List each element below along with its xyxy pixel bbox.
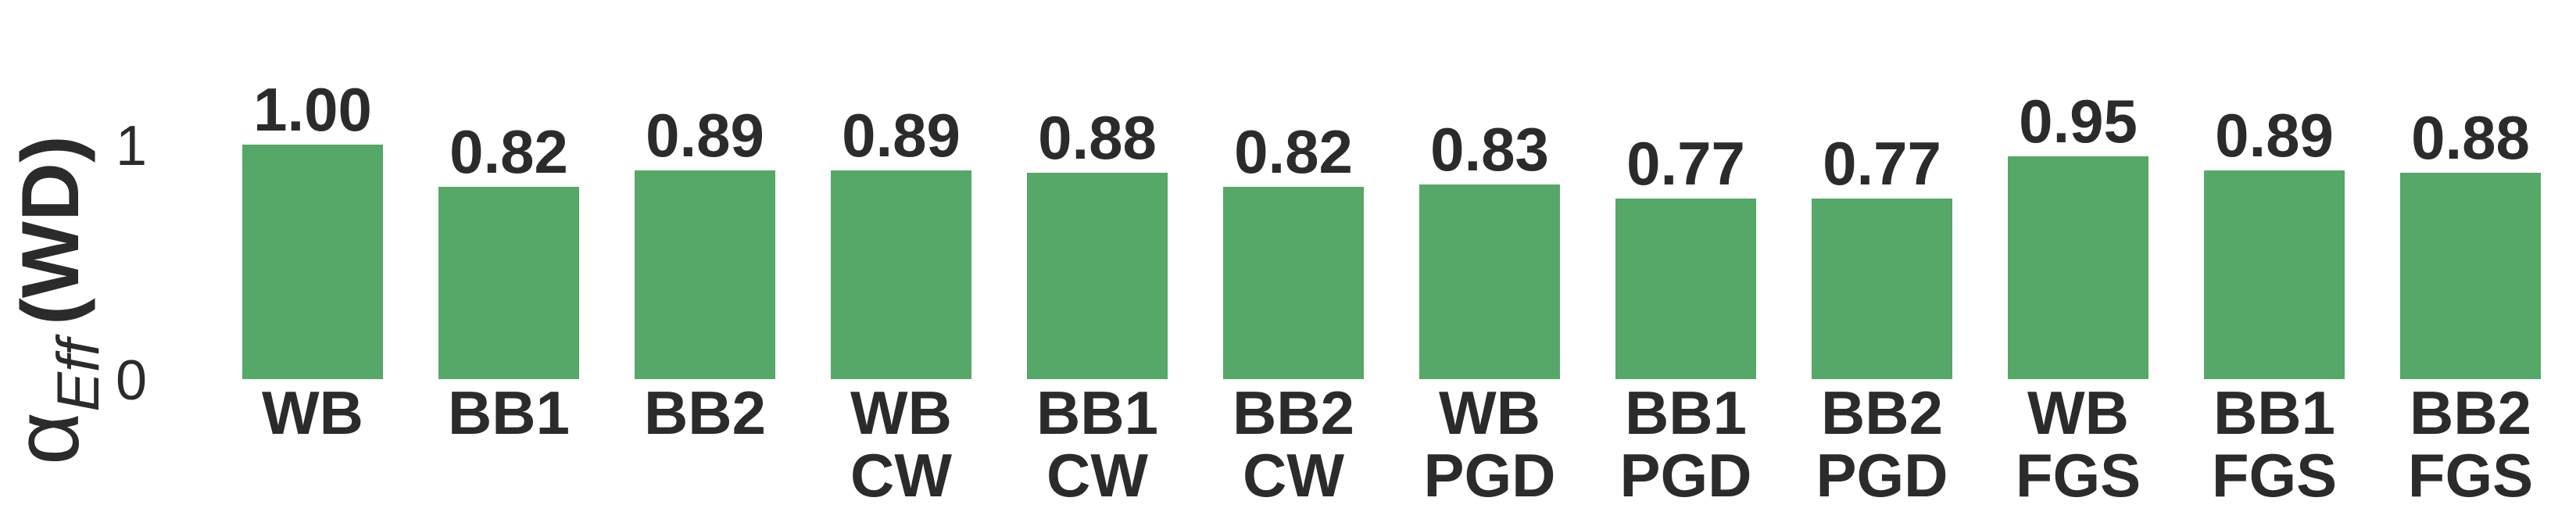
svg-text:αEff(WD): αEff (WD) [0,135,112,465]
y-axis-label-alpha: α [0,412,98,465]
bar [242,145,383,379]
y-axis-label: αEff (WD) [0,135,112,465]
bar [2204,170,2345,379]
bar-value-label: 1.00 [253,75,372,144]
bar [1615,199,1756,379]
category-label: FGS [2408,441,2533,510]
y-tick-label: 0 [116,349,147,412]
bar-value-label: 0.88 [2411,103,2530,172]
category-label: FGS [2212,441,2337,510]
bar-value-label: 0.83 [1430,115,1549,184]
category-label: BB1 [1625,378,1747,447]
category-label: BB1 [448,378,570,447]
category-label: BB2 [1821,378,1943,447]
category-label: BB1 [2213,378,2335,447]
bar-value-label: 0.77 [1626,129,1745,198]
bar-value-label: 0.89 [842,101,961,170]
bar [438,187,579,379]
category-label: WB [2027,378,2129,447]
bar [635,170,775,379]
bar-value-label: 0.95 [2019,87,2138,156]
bar [1027,173,1168,379]
y-axis-label-suffix: (WD) [5,135,96,325]
bar-value-label: 0.89 [2215,101,2334,170]
category-label: WB [850,378,952,447]
bar [2400,173,2541,379]
category-label: BB2 [2410,378,2531,447]
category-label: BB2 [1233,378,1354,447]
category-label: PGD [1423,441,1555,510]
bar [2008,156,2148,379]
value-labels: 1.00 0.82 0.89 0.89 0.88 0.82 0.83 0.77 0.77 0.95… [253,75,2530,198]
bar-value-label: 0.82 [449,117,568,186]
bar-value-label: 0.88 [1038,103,1157,172]
category-label: PGD [1619,441,1751,510]
bar [1419,184,1560,379]
category-label: WB [262,378,363,447]
bar [831,170,971,379]
category-label: CW [1046,441,1148,510]
category-label: WB [1439,378,1540,447]
bar-value-label: 0.82 [1234,117,1353,186]
category-label: FGS [2016,441,2141,510]
bar-value-label: 0.77 [1823,129,1941,198]
y-axis-ticks: 01 [116,115,147,412]
bar [1223,187,1364,379]
category-label: BB2 [644,378,766,447]
category-label: BB1 [1036,378,1158,447]
category-label: CW [1243,441,1344,510]
y-axis-label-subscript: Eff [45,334,112,412]
category-label: PGD [1816,441,1948,510]
bars [242,145,2541,379]
category-label: CW [850,441,952,510]
y-tick-label: 1 [116,115,147,177]
bar [1812,199,1952,379]
bar-value-label: 0.89 [646,101,764,170]
